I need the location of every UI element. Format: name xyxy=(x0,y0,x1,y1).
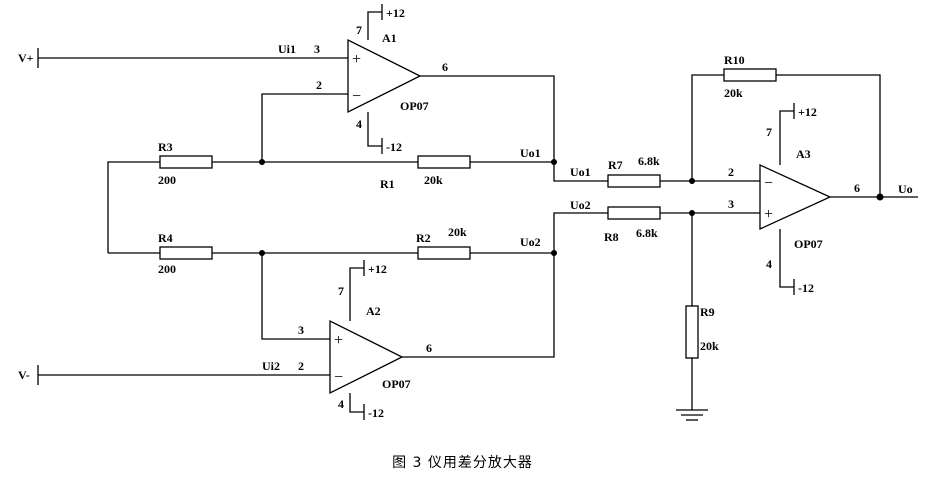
a3-pin-vpos: 7 xyxy=(766,125,772,139)
resistor-r8 xyxy=(607,206,661,220)
wire-a1-vpos xyxy=(367,11,382,40)
net-ui2-label: Ui2 xyxy=(262,359,280,373)
a1-pin-vneg: 4 xyxy=(356,117,362,131)
wire-r10-right xyxy=(776,74,881,197)
supply-bars xyxy=(363,4,795,420)
wire-a1-vneg xyxy=(367,112,382,147)
opamp-a2 xyxy=(329,319,404,395)
r3-value: 200 xyxy=(158,173,176,187)
wire-a1-inv xyxy=(261,93,348,162)
r7-value: 6.8k xyxy=(638,154,660,168)
net-uo2-label-r8: Uo2 xyxy=(570,198,591,212)
net-ui1-label: Ui1 xyxy=(278,42,296,56)
resistor-r1 xyxy=(417,155,471,169)
a1-vpos: +12 xyxy=(386,6,405,20)
a2-pin-out: 6 xyxy=(426,341,432,355)
port-uo-label: Uo xyxy=(898,182,913,196)
r2-value: 20k xyxy=(448,225,467,239)
a2-pin-vpos: 7 xyxy=(338,284,344,298)
a2-vneg: -12 xyxy=(368,406,384,420)
r9-value: 20k xyxy=(700,339,719,353)
a2-pin-in-n: 2 xyxy=(298,359,304,373)
resistor-r10 xyxy=(723,68,777,82)
r10-name: R10 xyxy=(724,53,745,67)
a3-pin-in-n: 2 xyxy=(728,165,734,179)
a3-plus-sign: + xyxy=(764,206,773,223)
a3-pin-vneg: 4 xyxy=(766,257,772,271)
wire-a3-vneg xyxy=(779,229,794,288)
a3-minus-sign: − xyxy=(764,175,773,192)
r2-name: R2 xyxy=(416,231,431,245)
a1-pin-in-n: 2 xyxy=(316,78,322,92)
a2-model: OP07 xyxy=(382,377,411,391)
resistor-r4 xyxy=(159,246,213,260)
a3-pin-in-p: 3 xyxy=(728,197,734,211)
r8-name: R8 xyxy=(604,230,619,244)
junction xyxy=(689,210,695,216)
port-vminus-label: V- xyxy=(18,368,30,382)
r10-value: 20k xyxy=(724,86,743,100)
junctions xyxy=(259,159,884,256)
a3-vpos: +12 xyxy=(798,105,817,119)
opamp-a3 xyxy=(759,163,832,231)
junction xyxy=(259,159,265,165)
a1-pin-vpos: 7 xyxy=(356,23,362,37)
a2-minus-sign: − xyxy=(334,369,343,386)
net-uo2-label: Uo2 xyxy=(520,235,541,249)
a1-vneg: -12 xyxy=(386,140,402,154)
a2-name: A2 xyxy=(366,304,381,318)
r9-name: R9 xyxy=(700,305,715,319)
junction xyxy=(551,250,557,256)
junction xyxy=(259,250,265,256)
wire-a1-out xyxy=(420,75,608,182)
a1-pin-in-p: 3 xyxy=(314,42,320,56)
a1-minus-sign: − xyxy=(352,88,361,105)
net-uo1-label: Uo1 xyxy=(520,146,541,160)
a1-name: A1 xyxy=(382,31,397,45)
r7-name: R7 xyxy=(608,158,623,172)
r4-value: 200 xyxy=(158,262,176,276)
r1-name: R1 xyxy=(380,177,395,191)
resistor-r2 xyxy=(417,246,471,260)
ground-icon xyxy=(676,409,708,421)
wire-a2-vpos xyxy=(349,267,364,321)
r4-name: R4 xyxy=(158,231,173,245)
wire-a3-vpos xyxy=(779,110,794,165)
a2-vpos: +12 xyxy=(368,262,387,276)
junction xyxy=(551,159,557,165)
resistor-r9 xyxy=(685,305,699,359)
a3-name: A3 xyxy=(796,147,811,161)
opamp-a1 xyxy=(347,38,422,114)
resistor-r7 xyxy=(607,174,661,188)
wires xyxy=(38,11,918,413)
a3-model: OP07 xyxy=(794,237,823,251)
wire-a2-out xyxy=(402,212,608,358)
a3-pin-out: 6 xyxy=(854,181,860,195)
a2-pin-vneg: 4 xyxy=(338,397,344,411)
wire-r10-left xyxy=(691,74,724,181)
r8-value: 6.8k xyxy=(636,226,658,240)
r3-name: R3 xyxy=(158,140,173,154)
a3-vneg: -12 xyxy=(798,281,814,295)
port-vplus-label: V+ xyxy=(18,51,34,65)
wire-a2-vneg xyxy=(349,393,364,413)
a2-plus-sign: + xyxy=(334,332,343,349)
a2-pin-in-p: 3 xyxy=(298,323,304,337)
a1-model: OP07 xyxy=(400,99,429,113)
wire-gain-left xyxy=(107,161,160,253)
resistor-r3 xyxy=(159,155,213,169)
r1-value: 20k xyxy=(424,173,443,187)
junction xyxy=(876,193,884,201)
net-uo1-label-r7: Uo1 xyxy=(570,165,591,179)
figure-caption: 图 3 仪用差分放大器 xyxy=(392,455,533,471)
a1-plus-sign: + xyxy=(352,51,361,68)
a1-pin-out: 6 xyxy=(442,60,448,74)
wire-a2-inv xyxy=(261,253,330,340)
junction xyxy=(689,178,695,184)
